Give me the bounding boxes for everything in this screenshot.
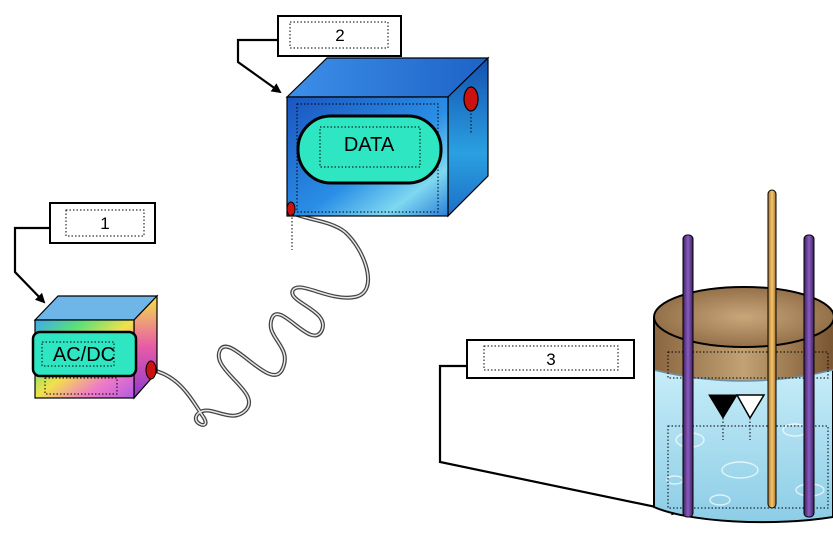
data-unit-display-panel (296, 114, 443, 185)
container-water (653, 369, 833, 524)
power-unit-panel (31, 330, 138, 378)
callout-2-leader-arrow (236, 38, 282, 94)
callout-1-inner-frame (65, 209, 145, 237)
power-unit-connector (145, 360, 157, 380)
callout-2: 2 (236, 15, 402, 94)
callout-1: 1 (13, 202, 156, 304)
callout-3-inner-frame (483, 345, 619, 371)
callout-1-leader-arrow (13, 226, 50, 304)
callout-2-inner-frame (289, 21, 389, 49)
data-logger-unit: DATA (285, 56, 490, 250)
data-unit-label: DATA (344, 134, 395, 156)
callout-2-box (277, 15, 402, 57)
power-unit-label: AC/DC (53, 344, 115, 366)
electrode-rod-left (682, 234, 694, 518)
electrode-rod-center (767, 189, 777, 509)
signal-cable (150, 210, 371, 427)
callout-1-number: 1 (100, 214, 109, 233)
data-unit-side-connector (463, 86, 479, 112)
callout-3-number: 3 (546, 350, 555, 369)
power-supply-unit: AC/DC (31, 294, 159, 400)
electrode-rod-right (803, 234, 815, 518)
callout-3-leader-arrow (438, 364, 682, 516)
water-level-marker-dark (708, 394, 738, 419)
callout-3: 3 (438, 339, 682, 516)
callout-2-number: 2 (335, 26, 344, 45)
sample-container (653, 189, 833, 524)
water-level-marker-light (735, 394, 766, 420)
data-unit-bottom-connector (286, 201, 296, 217)
